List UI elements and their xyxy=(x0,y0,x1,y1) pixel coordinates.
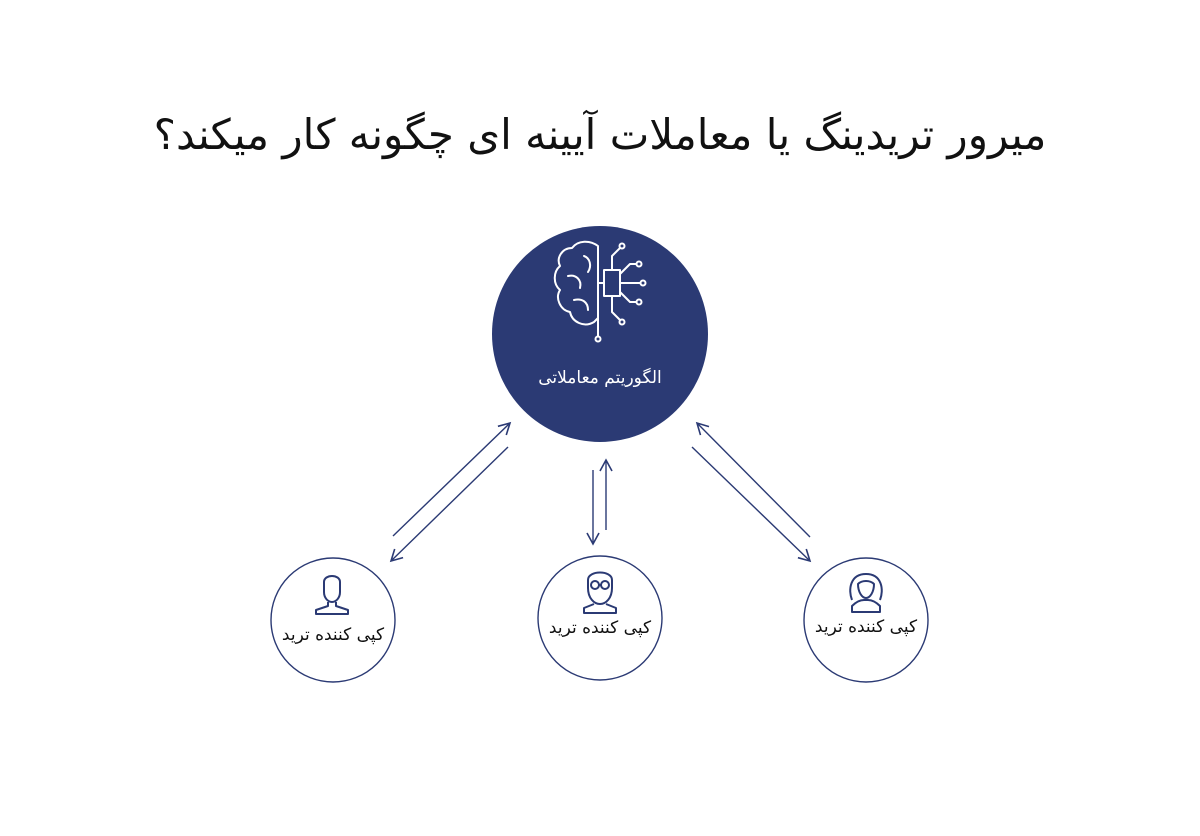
arrow-left-up xyxy=(392,421,512,537)
node-middle-circle xyxy=(537,555,663,681)
node-right-circle xyxy=(803,557,929,683)
user-icon xyxy=(315,575,349,615)
node-left-circle xyxy=(270,557,396,683)
user-female-icon xyxy=(849,573,883,613)
hub-label: الگوریتم معاملاتی xyxy=(538,368,662,388)
brain-circuit-icon xyxy=(553,240,647,343)
node-right-label: کپی کننده ترید xyxy=(814,617,918,637)
node-left-label: کپی کننده ترید xyxy=(281,625,385,645)
arrow-left-down xyxy=(389,446,509,563)
user-glasses-icon xyxy=(583,571,617,614)
arrow-right-down xyxy=(691,446,812,563)
node-middle-label: کپی کننده ترید xyxy=(548,618,652,638)
hub-circle xyxy=(492,226,708,442)
arrow-right-up xyxy=(695,421,811,538)
page-title: میرور تریدینگ یا معاملات آیینه ای چگونه … xyxy=(153,110,1047,159)
